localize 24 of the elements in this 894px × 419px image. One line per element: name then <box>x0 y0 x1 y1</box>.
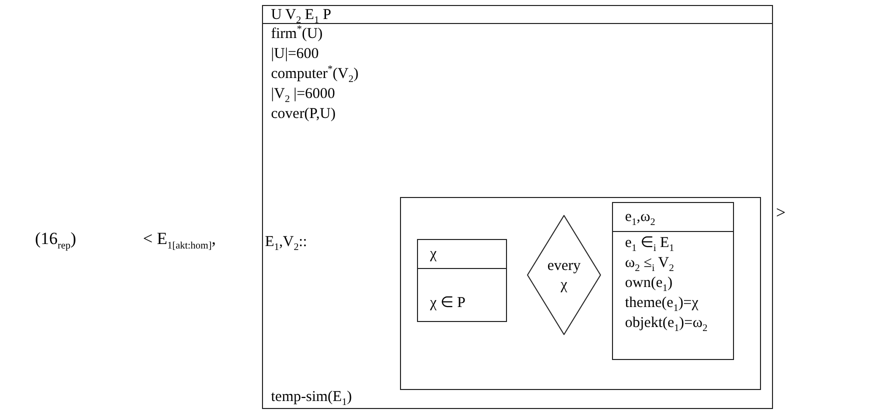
drs-condition: ω$_{2}$ ≤$_{i}$ V$_{2}$ <box>625 254 674 272</box>
drs-universe: U V$_{2}$ E$_{1}$ P <box>271 6 332 24</box>
drs-condition: temp-sim(E$_{1}$) <box>271 388 352 406</box>
sub-drs-box <box>400 197 761 390</box>
drs-condition: cover(P,U) <box>271 105 336 123</box>
drs-universe: χ <box>430 245 437 263</box>
drs-condition: e$_{1}$ ∈$_{i}$ E$_{1}$ <box>625 234 674 252</box>
closing-bracket: > <box>776 204 786 222</box>
drs-condition: computer$^{*}$(V$_{2}$) <box>271 65 358 83</box>
drs-condition: objekt(e$_{1}$)=ω$_{2}$ <box>625 314 708 332</box>
drs-box <box>262 5 773 409</box>
drs-condition: E$_{1}$,V$_{2}$:: <box>265 233 308 251</box>
term-label: < E$_{1[akt:hom]}$, <box>143 230 216 248</box>
drs-box <box>612 202 734 360</box>
drs-condition: |U|=600 <box>271 45 319 63</box>
drs-condition: own(e$_{1}$) <box>625 274 672 292</box>
drs-universe: e$_{1}$,ω$_{2}$ <box>625 208 656 226</box>
drs-condition: χ ∈ P <box>430 294 466 312</box>
drs-condition: firm$^{*}$(U) <box>271 25 323 43</box>
drs-condition: theme(e$_{1}$)=χ <box>625 294 698 312</box>
drs-condition: |V$_{2}$ |=6000 <box>271 85 336 103</box>
decision-diamond <box>527 215 601 335</box>
quantifier-label: every χ <box>547 257 581 295</box>
drs-box <box>417 239 507 322</box>
